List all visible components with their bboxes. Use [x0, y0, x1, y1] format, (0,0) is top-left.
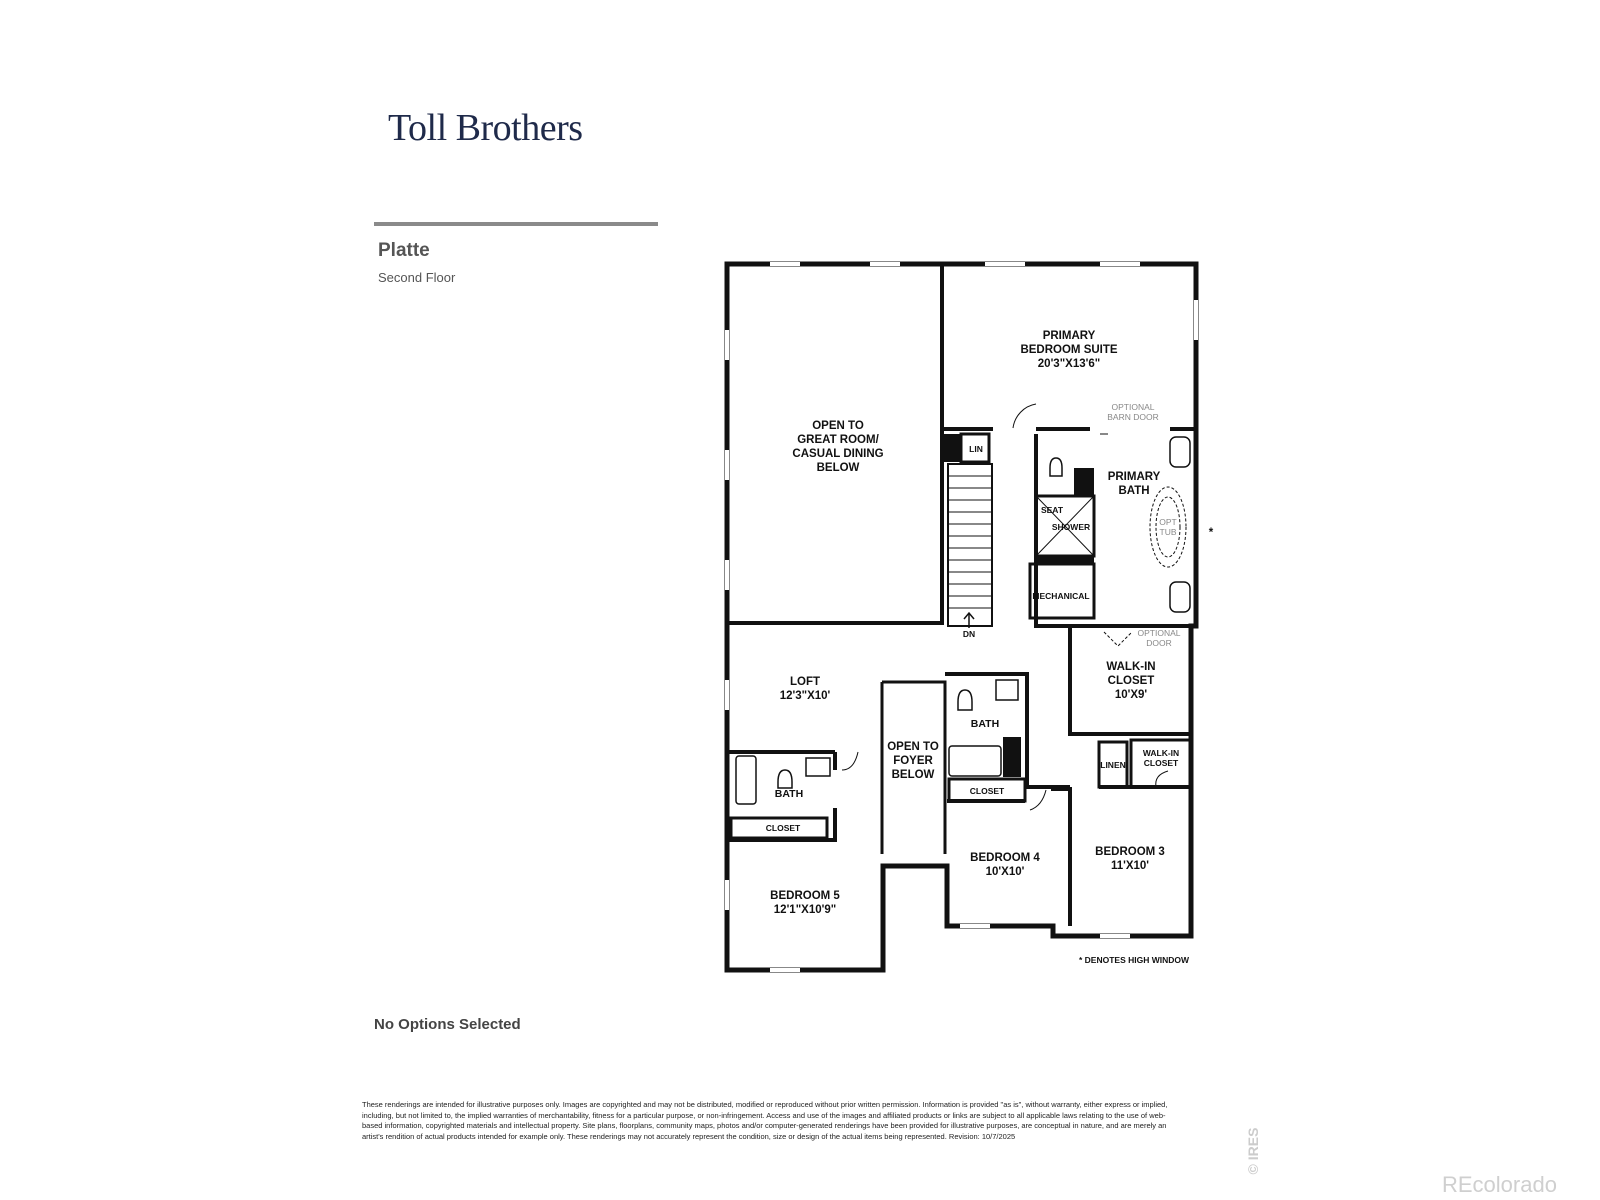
label-seat: SEAT: [1041, 505, 1064, 515]
mechanical-room: [1028, 562, 1096, 620]
label-bath-left: BATH: [775, 788, 803, 800]
wall-center-bath: [945, 672, 1070, 789]
wall-open-to-foyer: [880, 680, 947, 854]
recolorado-watermark: REcolorado: [1442, 1172, 1557, 1197]
label-shower: SHOWER: [1052, 522, 1090, 532]
toilet-primary: [1049, 457, 1063, 477]
wall-great-room: [727, 264, 944, 625]
floor-name: Second Floor: [378, 270, 456, 285]
label-closet-center: CLOSET: [970, 786, 1005, 796]
label-mechanical: MECHANICAL: [1032, 591, 1089, 601]
high-window-marker: *: [1209, 527, 1214, 539]
disclaimer-text: These renderings are intended for illust…: [362, 1100, 1168, 1141]
high-window-note: * DENOTES HIGH WINDOW: [1079, 955, 1190, 965]
label-closet-left: CLOSET: [766, 823, 801, 833]
label-lin: LIN: [969, 444, 983, 454]
plan-name: Platte: [378, 240, 430, 261]
toll-brothers-logo: Toll Brothers: [388, 107, 583, 149]
toilet-left: [777, 769, 793, 789]
closet-left: [729, 816, 829, 840]
options-status: No Options Selected: [374, 1016, 521, 1033]
header-divider: [374, 222, 658, 226]
tub-center: [948, 745, 1002, 777]
ires-watermark: © IRES: [1245, 1127, 1261, 1175]
label-bath-center: BATH: [971, 718, 999, 730]
wall-bath-left: [727, 750, 837, 842]
wall-walkin-primary: [1068, 626, 1191, 736]
wall-bedroom4: [947, 787, 1072, 926]
stairs: [947, 463, 993, 627]
label-linen: LINEN: [1100, 760, 1126, 770]
opt-tub: [1149, 486, 1187, 568]
toilet-center: [957, 689, 973, 711]
label-dn: DN: [963, 629, 975, 639]
